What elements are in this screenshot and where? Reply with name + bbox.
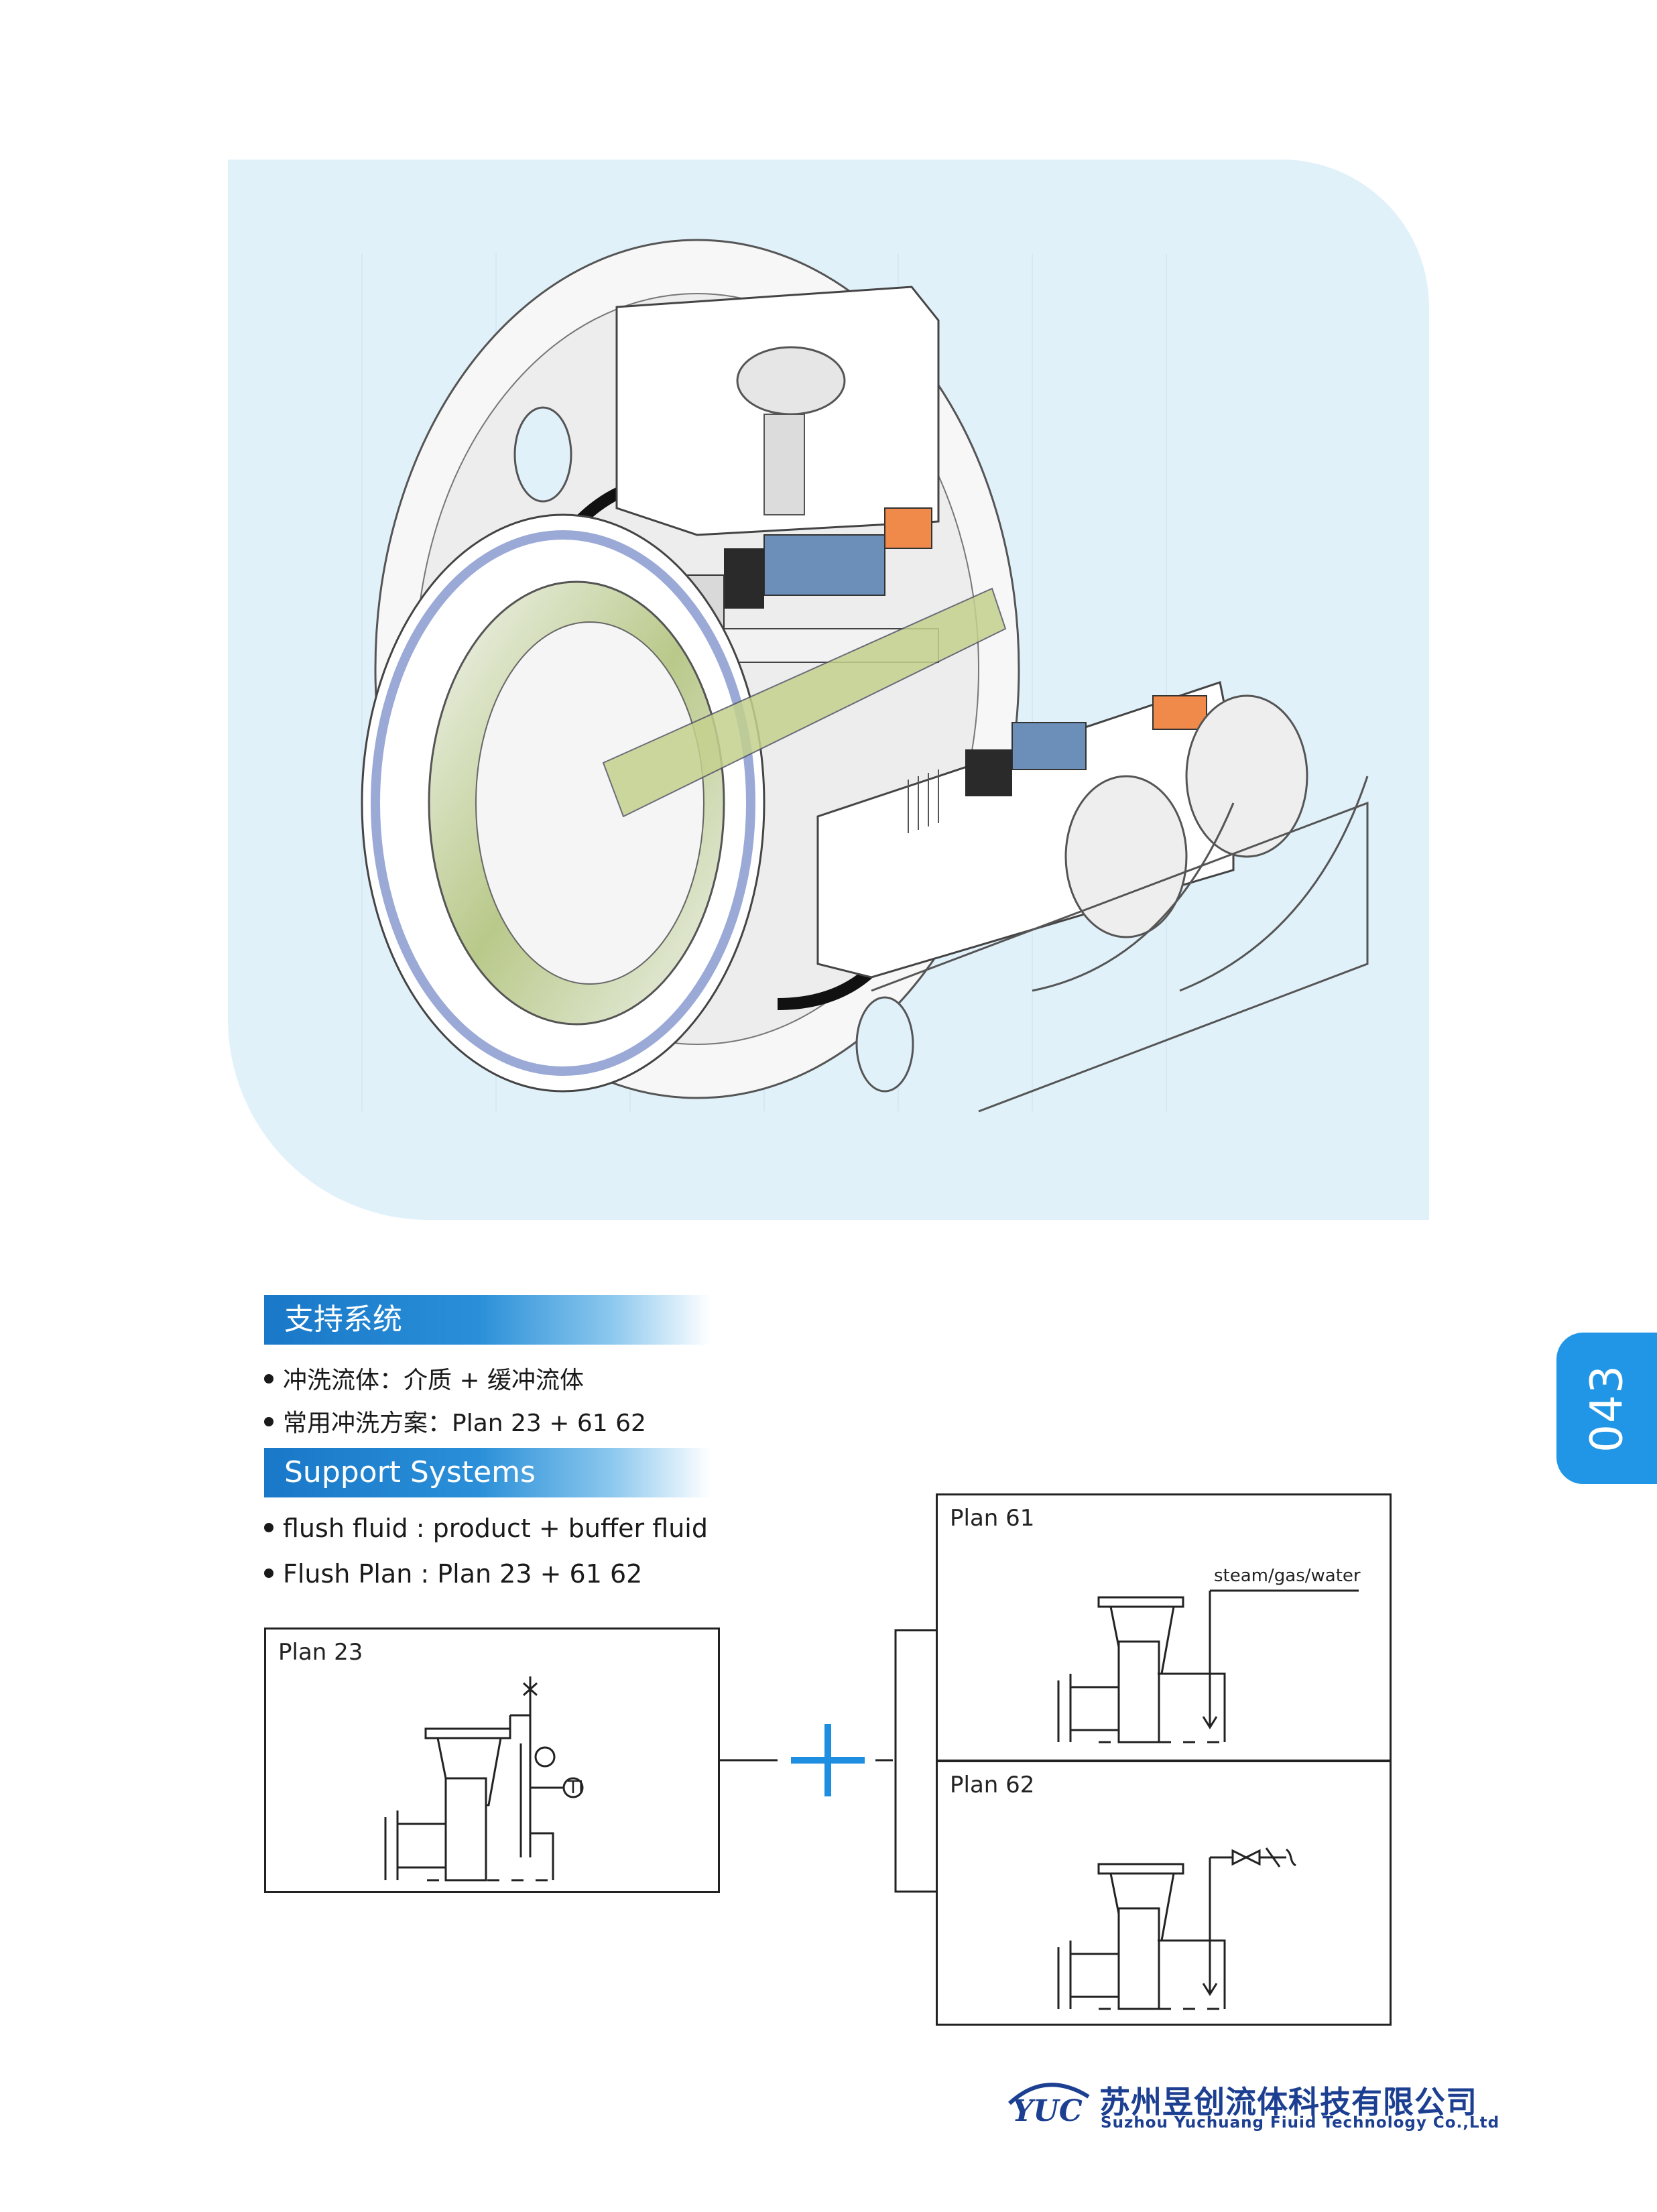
bullet-dot bbox=[264, 1568, 273, 1578]
plan-23-diagram: TI bbox=[384, 1676, 584, 1882]
plan-62-box: Plan 62 bbox=[936, 1760, 1392, 2026]
company-name-cn: 苏州昱创流体科技有限公司 bbox=[1099, 2084, 1477, 2120]
seal-cutaway-illustration bbox=[361, 239, 1369, 1113]
bullet-en-flush-plan: Flush Plan : Plan 23 + 61 62 bbox=[264, 1559, 642, 1589]
plan-61-diagram: steam/gas/water bbox=[1057, 1566, 1361, 1743]
plan-62-title: Plan 62 bbox=[950, 1772, 1035, 1798]
company-name-en: Suzhou Yuchuang Fiuid Technology Co.,Ltd bbox=[1101, 2114, 1500, 2132]
yuc-logo-mark: YUC bbox=[1007, 2083, 1090, 2128]
page-number-tab: 043 bbox=[1556, 1333, 1657, 1484]
section-title-cn: 支持系统 bbox=[264, 1295, 711, 1345]
plan-23-title: Plan 23 bbox=[278, 1639, 363, 1666]
bullet-dot bbox=[264, 1522, 273, 1532]
plan-bracket bbox=[894, 1629, 937, 1893]
plan-23-box: Plan 23 TI bbox=[264, 1627, 720, 1893]
plan-61-title: Plan 61 bbox=[950, 1505, 1035, 1532]
section-title-en: Support Systems bbox=[264, 1448, 711, 1497]
hero-panel bbox=[228, 160, 1429, 1220]
plan-61-medium-label: steam/gas/water bbox=[1214, 1566, 1361, 1586]
bullet-cn-flush-plan: 常用冲洗方案：Plan 23 + 61 62 bbox=[264, 1404, 646, 1438]
bullet-dot bbox=[264, 1417, 273, 1426]
plan-62-diagram bbox=[1057, 1847, 1296, 2010]
bullet-en-flush-fluid: flush fluid : product + buffer fluid bbox=[264, 1514, 708, 1543]
company-logo: YUC 苏州昱创流体科技有限公司 Suzhou Yuchuang Fiuid T… bbox=[1005, 2077, 1499, 2137]
bullet-cn-flush-fluid: 冲洗流体：介质 + 缓冲流体 bbox=[264, 1361, 584, 1396]
bullet-dot bbox=[264, 1374, 273, 1384]
plan-23-gauge-label: TI bbox=[567, 1778, 584, 1798]
plan-61-box: Plan 61 steam/gas/water bbox=[936, 1493, 1392, 1762]
logo-text: YUC bbox=[1012, 2094, 1083, 2128]
